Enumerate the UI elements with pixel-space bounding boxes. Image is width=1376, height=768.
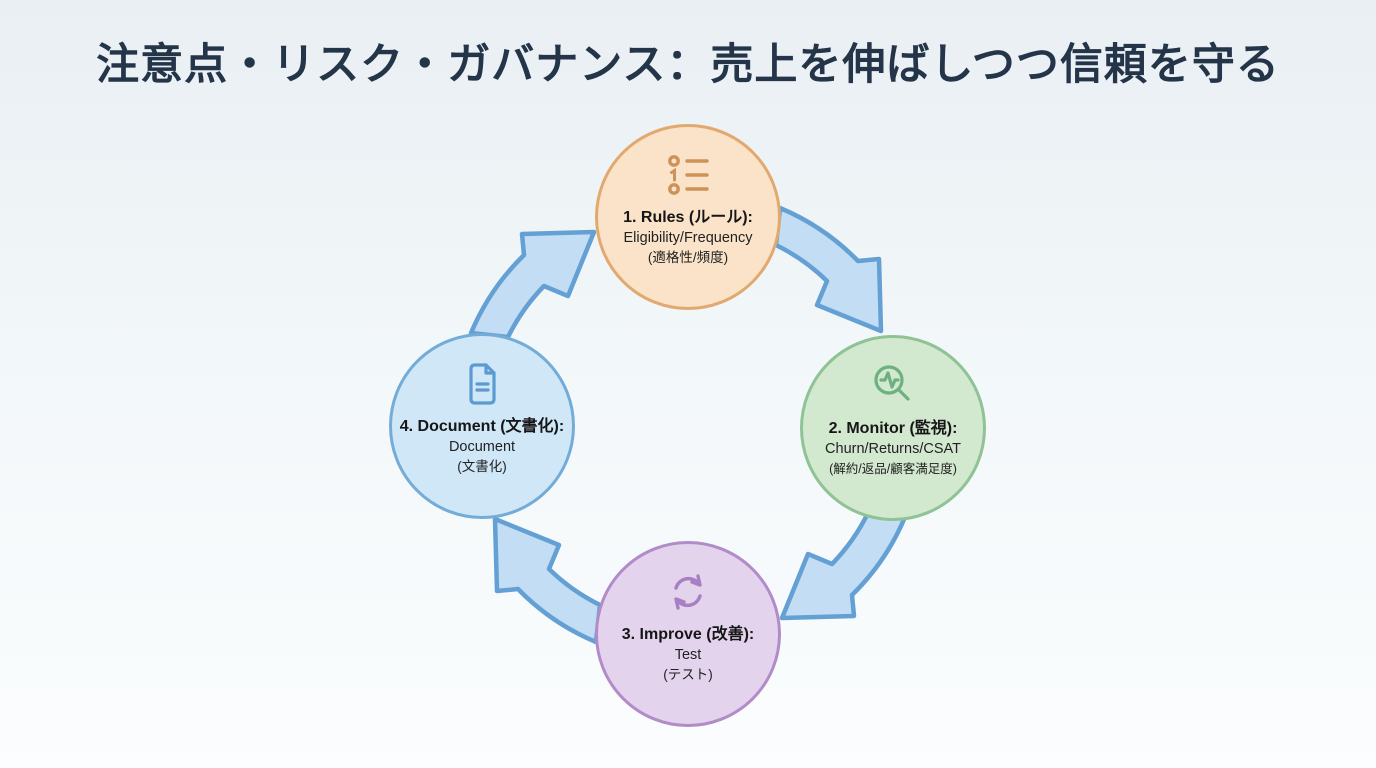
cycle-step-rules: 1. Rules (ルール): Eligibility/Frequency (適… bbox=[595, 124, 781, 310]
arrow-improve-to-document bbox=[495, 519, 600, 642]
step-detail: Eligibility/Frequency bbox=[623, 230, 753, 246]
arrow-monitor-to-improve bbox=[782, 513, 905, 618]
refresh-cycle-icon bbox=[665, 568, 711, 616]
arrow-rules-to-monitor bbox=[776, 208, 881, 331]
cycle-step-improve: 3. Improve (改善): Test (テスト) bbox=[595, 541, 781, 727]
step-detail-ja: (文書化) bbox=[457, 459, 507, 474]
document-icon bbox=[460, 360, 504, 408]
step-detail-ja: (解約/返品/顧客満足度) bbox=[829, 462, 957, 476]
step-detail: Document bbox=[448, 439, 516, 455]
cycle-step-document: 4. Document (文書化): Document (文書化) bbox=[389, 333, 575, 519]
step-detail-ja: (適格性/頻度) bbox=[647, 250, 729, 265]
step-detail: Test bbox=[674, 647, 702, 663]
step-detail-ja: (テスト) bbox=[663, 667, 713, 682]
step-label: 1. Rules (ルール): bbox=[623, 209, 753, 226]
cycle-step-monitor: 2. Monitor (監視): Churn/Returns/CSAT (解約/… bbox=[800, 335, 986, 521]
page-title: 注意点・リスク・ガバナンス：売上を伸ばしつつ信頼を守る bbox=[96, 41, 1280, 89]
ordered-list-icon bbox=[662, 151, 714, 199]
step-label: 3. Improve (改善): bbox=[621, 626, 755, 643]
step-label: 4. Document (文書化): bbox=[399, 418, 565, 435]
step-detail: Churn/Returns/CSAT bbox=[825, 441, 961, 457]
magnifier-pulse-icon bbox=[870, 362, 916, 410]
arrow-document-to-rules bbox=[471, 232, 594, 337]
step-label: 2. Monitor (監視): bbox=[828, 420, 958, 437]
